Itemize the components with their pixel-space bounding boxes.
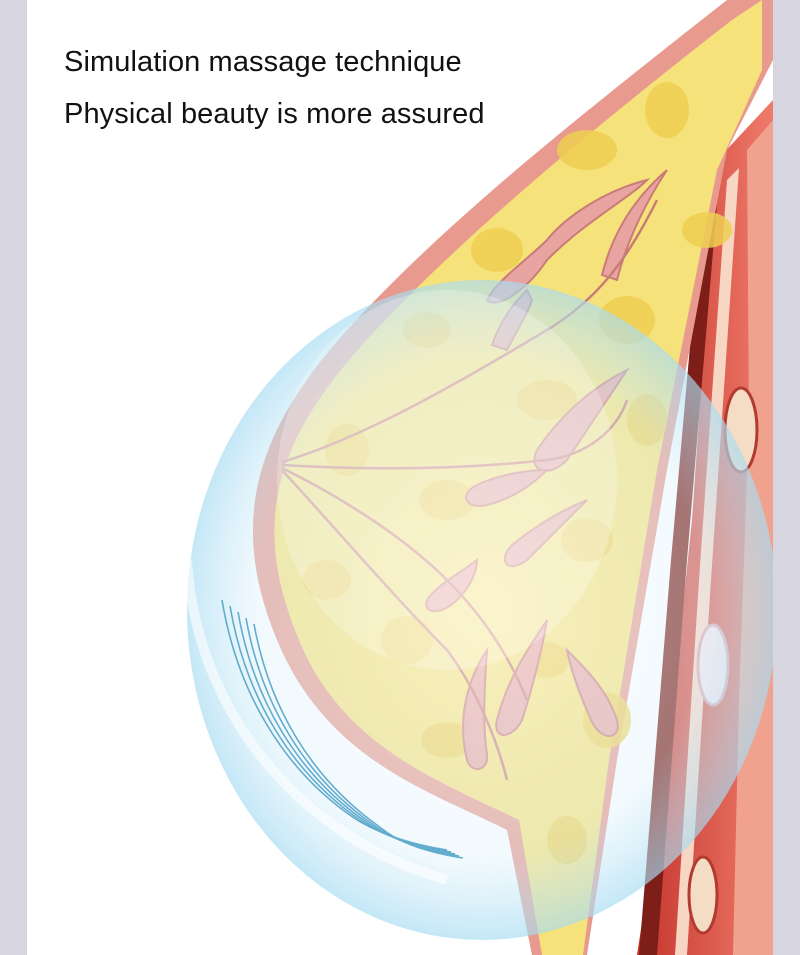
headline-line-2: Physical beauty is more assured: [64, 98, 485, 130]
headline-line-1: Simulation massage technique: [64, 46, 462, 78]
illustration-canvas: Simulation massage technique Physical be…: [27, 0, 773, 955]
rib-oval-3: [687, 855, 719, 935]
vibration-waves: [221, 599, 464, 859]
right-side-bar: [773, 0, 800, 955]
massage-cup-overlay: [182, 280, 773, 940]
breast-anatomy-illustration: [182, 0, 773, 955]
left-side-bar: [0, 0, 27, 955]
